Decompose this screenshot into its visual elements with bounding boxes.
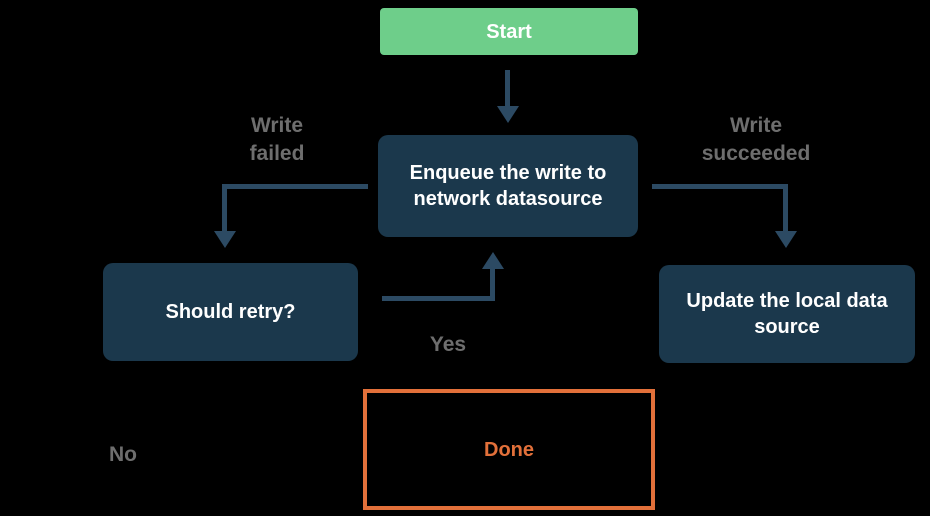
edge-label-write-failed: Write failed bbox=[249, 114, 305, 166]
arrow-down-icon bbox=[214, 231, 236, 248]
node-start: Start bbox=[380, 8, 638, 55]
arrow-down-icon bbox=[497, 106, 519, 123]
arrow-retry-to-enqueue-hline bbox=[382, 296, 494, 301]
edge-label-no: No bbox=[109, 443, 137, 466]
arrow-enqueue-to-retry-vline bbox=[222, 184, 227, 232]
arrow-down-icon bbox=[775, 231, 797, 248]
edge-label-write-succeeded: Write succeeded bbox=[701, 114, 811, 166]
arrow-retry-to-enqueue-vline bbox=[490, 269, 495, 301]
node-done: Done bbox=[363, 389, 655, 510]
arrow-enqueue-to-update-hline bbox=[652, 184, 788, 189]
node-should-retry: Should retry? bbox=[103, 263, 358, 361]
arrow-start-to-enqueue-line bbox=[505, 70, 510, 107]
arrow-enqueue-to-retry-hline bbox=[226, 184, 368, 189]
arrow-up-icon bbox=[482, 252, 504, 269]
edge-label-yes: Yes bbox=[429, 333, 467, 356]
node-enqueue-write: Enqueue the write to network datasource bbox=[378, 135, 638, 237]
arrow-enqueue-to-update-vline bbox=[783, 184, 788, 232]
node-update-local-data-source: Update the local data source bbox=[659, 265, 915, 363]
